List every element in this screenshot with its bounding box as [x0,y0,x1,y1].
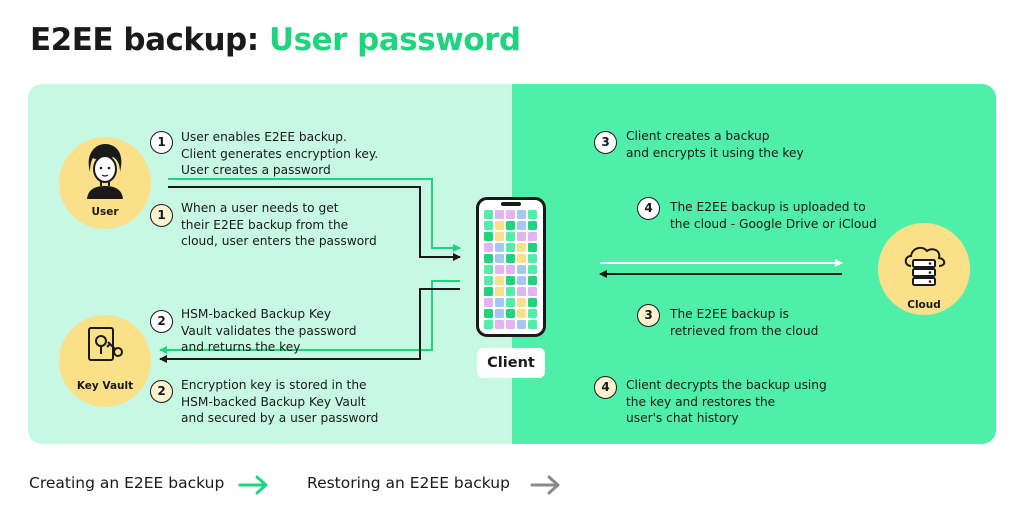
phone-tile [506,232,515,241]
arrow-user-to-client-create [168,178,461,252]
phone-tile [484,210,493,219]
phone-tile [495,320,504,329]
phone-tile [495,221,504,230]
phone-tile [495,287,504,296]
arrow-user-to-client-restore [168,186,461,261]
phone-screen-grid [484,210,537,329]
title-main: E2EE backup: [30,22,259,58]
step-text-create-4: The E2EE backup is uploaded to the cloud… [670,200,877,231]
legend-create-arrow-icon [238,475,268,495]
step-text-create-1: User enables E2EE backup. Client generat… [181,130,379,177]
phone-tile [484,309,493,318]
cloud-label: Cloud [907,299,941,311]
phone-tile [495,265,504,274]
phone-tile [517,221,526,230]
client-label: Client [477,348,545,378]
user-avatar-icon [87,144,123,199]
user-label: User [91,206,119,218]
phone-tile [528,276,537,285]
arrow-client-to-keyvault-restore [159,288,460,363]
arrow-client-to-keyvault-create [159,280,460,354]
key-vault-icon [88,327,123,361]
step-text-create-3: Client creates a backup and encrypts it … [626,129,804,160]
phone-tile [506,276,515,285]
step-badge-create-2: 2 [150,310,173,333]
phone-tile [528,210,537,219]
phone-tile [517,210,526,219]
phone-tile [528,287,537,296]
phone-tile [528,221,537,230]
step-badge-restore-4: 4 [594,376,617,399]
step-badge-restore-3: 3 [637,304,660,327]
phone-notch [501,202,521,206]
phone-tile [484,221,493,230]
phone-tile [528,309,537,318]
phone-tile [506,309,515,318]
phone-tile [517,298,526,307]
step-text-restore-4: Client decrypts the backup using the key… [626,378,827,425]
step-text-restore-1: When a user needs to get their E2EE back… [181,201,377,248]
phone-tile [495,276,504,285]
phone-tile [528,254,537,263]
phone-tile [506,298,515,307]
phone-tile [495,298,504,307]
phone-tile [506,265,515,274]
keyvault-label: Key Vault [76,380,134,392]
phone-tile [484,298,493,307]
step-text-restore-3: The E2EE backup is retrieved from the cl… [670,307,819,338]
phone-tile [506,320,515,329]
phone-tile [495,254,504,263]
phone-tile [528,232,537,241]
phone-tile [517,287,526,296]
phone-tile [495,243,504,252]
phone-tile [517,320,526,329]
phone-tile [484,254,493,263]
step-badge-create-1: 1 [150,131,173,154]
phone-tile [517,309,526,318]
phone-tile [484,320,493,329]
step-text-restore-2: Encryption key is stored in the HSM-back… [181,378,379,425]
phone-tile [484,276,493,285]
cloud-server-icon [904,246,946,286]
phone-tile [528,265,537,274]
phone-tile [517,265,526,274]
phone-tile [484,243,493,252]
phone-tile [506,287,515,296]
phone-tile [528,320,537,329]
phone-tile [506,221,515,230]
phone-tile [517,254,526,263]
phone-tile [517,232,526,241]
phone-tile [495,232,504,241]
legend-restore-label: Restoring an E2EE backup [307,474,510,492]
phone-tile [484,287,493,296]
phone-tile [517,276,526,285]
phone-tile [506,243,515,252]
legend-restore-arrow-icon [530,475,560,495]
step-badge-restore-1: 1 [150,204,173,227]
phone-tile [484,265,493,274]
step-text-create-2: HSM-backed Backup Key Vault validates th… [181,307,357,354]
phone-tile [484,232,493,241]
step-badge-create-4: 4 [637,197,660,220]
phone-tile [495,210,504,219]
diagram-title: E2EE backup: User password [30,22,521,58]
legend-create-label: Creating an E2EE backup [29,474,225,492]
smartphone-icon [476,197,546,337]
phone-tile [506,210,515,219]
phone-tile [528,243,537,252]
phone-tile [528,298,537,307]
phone-tile [506,254,515,263]
step-badge-restore-2: 2 [150,380,173,403]
phone-tile [517,243,526,252]
title-accent: User password [268,22,521,58]
step-badge-create-3: 3 [594,131,617,154]
phone-tile [495,309,504,318]
